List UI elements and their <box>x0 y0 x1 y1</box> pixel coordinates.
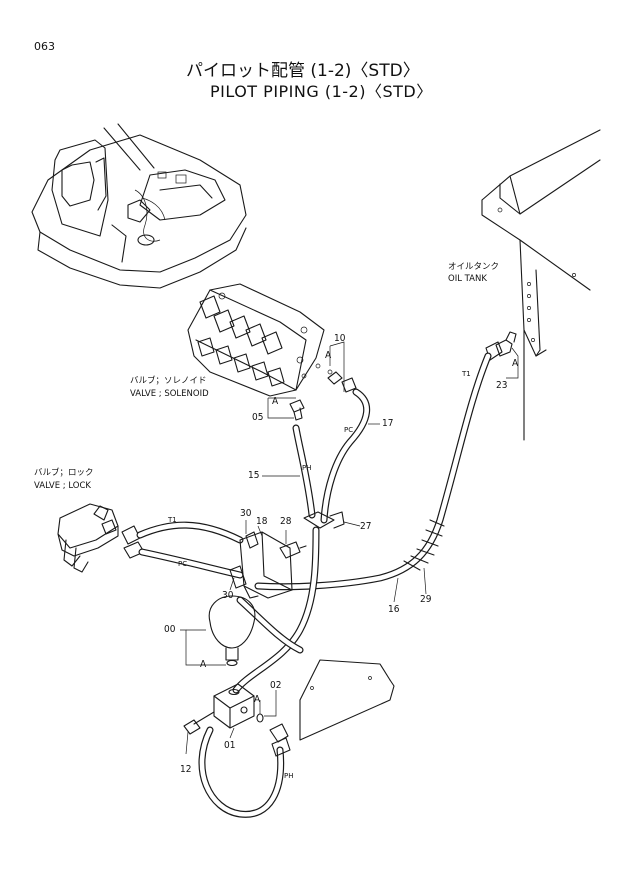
lock-valve-illustration <box>57 503 145 573</box>
title-japanese: パイロット配管 (1-2)〈STD〉 <box>186 61 420 81</box>
part-number-30-bottom: 30 <box>222 590 234 601</box>
part-number-17: 17 <box>382 418 394 429</box>
oil-tank-label-en: OIL TANK <box>448 274 487 284</box>
port-pc-valve: PC <box>344 426 354 434</box>
part-number-30-top: 30 <box>240 508 252 519</box>
part-number-02: 02 <box>270 680 282 691</box>
part-number-12: 12 <box>180 764 192 775</box>
excavator-overview-illustration <box>31 123 247 289</box>
valve-block-01 <box>183 683 291 757</box>
spiral-guard-29 <box>403 519 445 571</box>
oil-tank-illustration <box>481 129 601 441</box>
part-number-00: 00 <box>164 624 176 635</box>
part-number-29: 29 <box>420 594 432 605</box>
port-t1-lock: T1 <box>168 516 177 524</box>
port-pc-lock: PC <box>178 560 188 568</box>
marker-a-tank: A <box>512 358 519 369</box>
oil-tank-label-jp: オイルタンク <box>448 262 500 272</box>
part-number-15: 15 <box>248 470 260 481</box>
control-valve-illustration <box>187 283 357 421</box>
part-number-27: 27 <box>360 521 372 532</box>
part-number-10: 10 <box>334 333 346 344</box>
marker-a-solenoid: A <box>272 396 279 407</box>
part-number-16: 16 <box>388 604 400 615</box>
part-number-01: 01 <box>224 740 236 751</box>
solenoid-valve-label-en: VALVE ; SOLENOID <box>130 389 209 399</box>
marker-a-block: A <box>254 694 261 705</box>
port-ph-valve: PH <box>302 464 312 472</box>
part-number-23: 23 <box>496 380 508 391</box>
title-english: PILOT PIPING (1-2)〈STD〉 <box>210 82 433 101</box>
marker-a-accumulator: A <box>200 659 207 670</box>
leader-lines <box>180 341 519 755</box>
manifold-block-illustration <box>229 511 345 599</box>
marker-a-valve: A <box>325 350 332 361</box>
lock-valve-label-jp: バルブ；ロック <box>34 468 94 478</box>
lock-valve-label-en: VALVE ; LOCK <box>34 481 91 491</box>
part-number-05: 05 <box>252 412 264 423</box>
page-number: 063 <box>34 40 55 53</box>
port-t1-tank: T1 <box>462 370 471 378</box>
part-number-28: 28 <box>280 516 292 527</box>
hose-routing <box>136 352 492 818</box>
accumulator-illustration <box>208 595 256 667</box>
solenoid-valve-label-jp: バルブ；ソレノイド <box>130 376 207 386</box>
port-ph-bottom: PH <box>284 772 294 780</box>
floor-plate-illustration <box>299 659 395 741</box>
part-number-18: 18 <box>256 516 268 527</box>
